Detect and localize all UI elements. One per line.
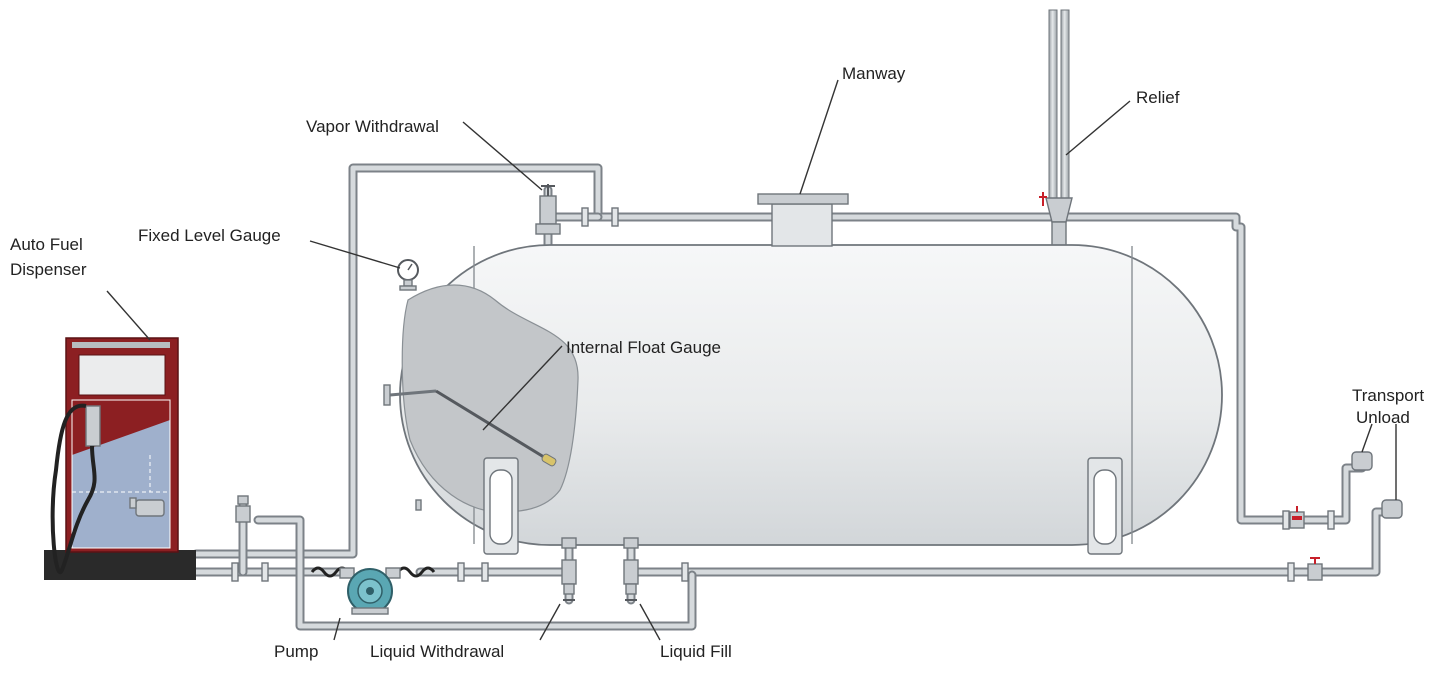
label-transport-unload-2: Unload <box>1356 408 1410 427</box>
tank-cutaway <box>401 284 579 513</box>
label-pump: Pump <box>274 642 318 661</box>
pump <box>339 567 401 615</box>
label-vapor-withdrawal: Vapor Withdrawal <box>306 117 439 136</box>
auto-fuel-dispenser <box>44 337 196 580</box>
label-transport-unload-1: Transport <box>1352 386 1424 405</box>
manway <box>757 193 849 247</box>
label-internal-float-gauge: Internal Float Gauge <box>566 338 721 357</box>
label-auto-fuel-dispenser-2: Dispenser <box>10 260 87 279</box>
fixed-level-gauge <box>397 259 419 291</box>
labels: Auto Fuel Dispenser Fixed Level Gauge Va… <box>10 64 1424 661</box>
liquid-fill-valve <box>623 559 639 601</box>
label-auto-fuel-dispenser-1: Auto Fuel <box>10 235 83 254</box>
label-liquid-withdrawal: Liquid Withdrawal <box>370 642 504 661</box>
liquid-withdrawal-valve <box>561 559 577 601</box>
storage-tank <box>383 244 1223 555</box>
vapor-withdrawal-valve <box>535 184 561 235</box>
label-fixed-level-gauge: Fixed Level Gauge <box>138 226 281 245</box>
leader-lines <box>106 79 1397 641</box>
label-relief: Relief <box>1136 88 1180 107</box>
label-liquid-fill: Liquid Fill <box>660 642 732 661</box>
label-manway: Manway <box>842 64 906 83</box>
relief-stack <box>1039 9 1073 247</box>
